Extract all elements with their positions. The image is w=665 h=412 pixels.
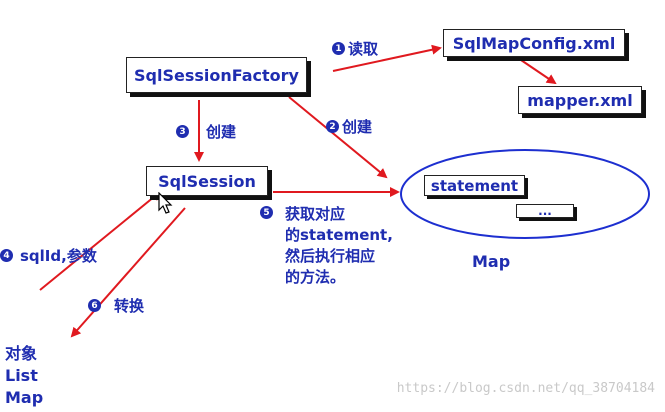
step-5-label: 5 [260, 206, 276, 219]
step-2-label: 2 创建 [326, 116, 372, 137]
ellipsis-box: ... [516, 204, 574, 218]
step-1-label: 1 读取 [332, 38, 378, 59]
arrow-input-to-session [39, 190, 162, 291]
step-5-description: 获取对应 的statement, 然后执行相应 的方法。 [285, 204, 393, 288]
mouse-cursor-icon [158, 192, 173, 214]
step-6-text: 转换 [114, 297, 145, 315]
map-ellipse [400, 149, 650, 239]
map-label: Map [472, 252, 511, 271]
result-types: 对象 List Map [5, 343, 43, 409]
arrow-config-to-mapper [517, 57, 557, 85]
result-list: List [5, 366, 38, 385]
step-5-line-3: 然后执行相应 [285, 247, 376, 265]
mapper-xml-box: mapper.xml [518, 86, 642, 114]
arrow-read-config [332, 44, 442, 72]
result-object: 对象 [5, 344, 38, 363]
step-5-line-2: 的statement, [285, 226, 393, 244]
step-3-badge: 3 [176, 125, 189, 138]
step-5-badge: 5 [260, 206, 273, 219]
arrow-session-to-result [70, 207, 186, 338]
step-4-badge: 4 [0, 249, 13, 262]
step-6-label: 6 转换 [88, 295, 144, 316]
step-1-text: 读取 [348, 40, 379, 58]
step-5-line-4: 的方法。 [285, 268, 346, 286]
step-5-line-1: 获取对应 [285, 205, 346, 223]
step-4-text: sqlId,参数 [20, 247, 97, 265]
step-1-badge: 1 [332, 42, 345, 55]
statement-box: statement [424, 175, 525, 196]
sqlsessionfactory-box: SqlSessionFactory [126, 57, 307, 93]
sqlsession-box: SqlSession [146, 166, 268, 196]
step-6-badge: 6 [88, 299, 101, 312]
step-3-label: 3 创建 [176, 121, 236, 142]
sqlmapconfig-box: SqlMapConfig.xml [443, 29, 625, 57]
step-4-label: 4 sqlId,参数 [0, 245, 97, 266]
step-2-badge: 2 [326, 120, 339, 133]
step-2-text: 创建 [342, 118, 373, 136]
watermark-url: https://blog.csdn.net/qq_38704184 [396, 381, 655, 396]
arrow-create-statement-map [288, 96, 388, 179]
result-map: Map [5, 388, 44, 407]
step-3-text: 创建 [206, 123, 237, 141]
